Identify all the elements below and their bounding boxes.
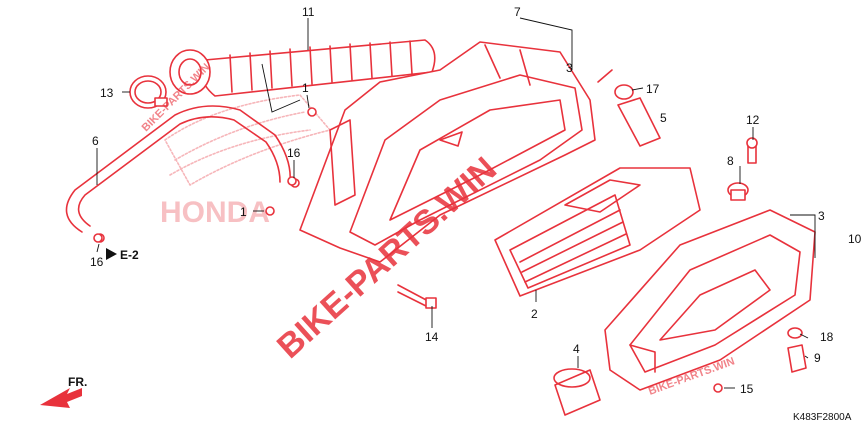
callout-8: 8 bbox=[727, 154, 734, 168]
breather-tube bbox=[597, 69, 661, 147]
air-cleaner-cover bbox=[604, 209, 816, 391]
callout-4: 4 bbox=[573, 342, 580, 356]
callout-3b: 3 bbox=[818, 209, 825, 223]
callout-9: 9 bbox=[814, 351, 821, 365]
callout-6: 6 bbox=[92, 134, 99, 148]
callout-14: 14 bbox=[425, 330, 439, 344]
callout-labels: 11 7 3 13 1 17 5 6 16 12 8 1 16 3 10 2 1… bbox=[90, 5, 862, 396]
callout-5: 5 bbox=[660, 111, 667, 125]
callout-17: 17 bbox=[646, 82, 660, 96]
drain-plug bbox=[787, 327, 807, 373]
air-filter-element bbox=[494, 167, 701, 297]
ref-arrow-icon bbox=[106, 248, 117, 260]
air-cleaner-housing bbox=[299, 41, 596, 263]
callout-10: 10 bbox=[848, 232, 862, 246]
callout-18: 18 bbox=[820, 330, 834, 344]
front-label: FR. bbox=[68, 375, 87, 389]
callout-7: 7 bbox=[514, 5, 521, 19]
callout-11: 11 bbox=[302, 5, 315, 19]
callout-16: 16 bbox=[287, 146, 301, 160]
callout-1b: 1 bbox=[240, 205, 247, 219]
callout-1: 1 bbox=[302, 81, 309, 95]
callout-16b: 16 bbox=[90, 255, 104, 269]
callout-3: 3 bbox=[566, 61, 573, 75]
callout-12: 12 bbox=[746, 113, 760, 127]
long-bolt bbox=[397, 284, 437, 309]
callout-13: 13 bbox=[100, 86, 114, 100]
small-fasteners bbox=[93, 107, 723, 393]
honda-watermark-text: HONDA bbox=[160, 196, 270, 229]
ref-label: E-2 bbox=[120, 248, 139, 262]
bolt-grommet bbox=[727, 137, 758, 201]
front-direction-arrow bbox=[40, 388, 82, 408]
tube-joint bbox=[553, 368, 601, 416]
callout-2: 2 bbox=[531, 307, 538, 321]
leader-lines bbox=[96, 17, 816, 389]
callout-15: 15 bbox=[740, 382, 754, 396]
diagram-code: K483F2800A bbox=[793, 412, 852, 423]
